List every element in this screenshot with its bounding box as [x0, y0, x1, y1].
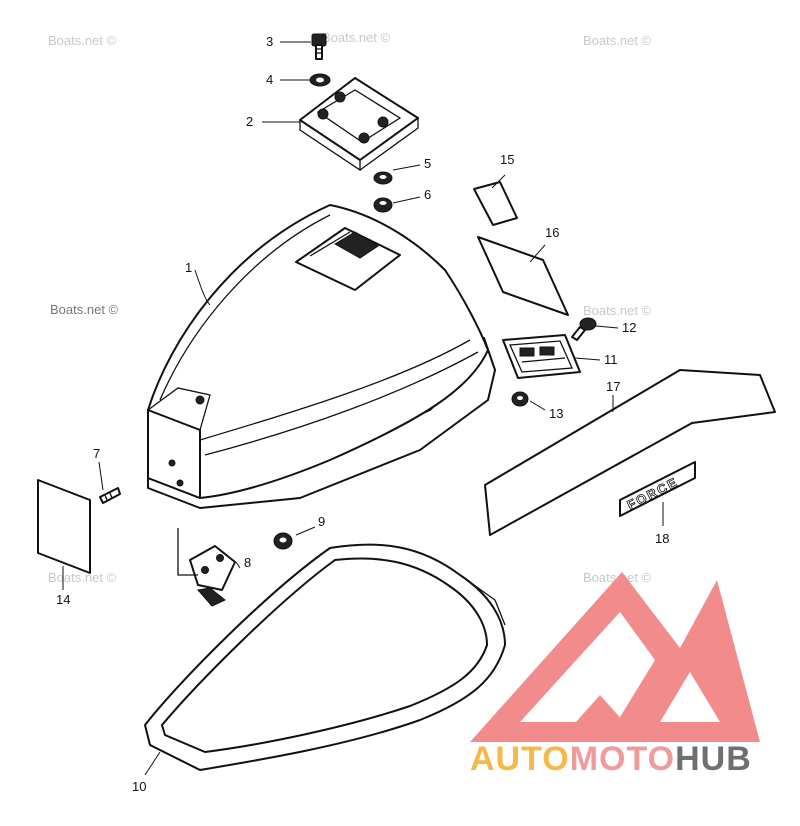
- callout-16: 16: [545, 225, 559, 240]
- callout-5: 5: [424, 156, 431, 171]
- watermark-text: Boats.net ©: [48, 570, 117, 585]
- brand-word-moto: MOTO: [569, 740, 676, 778]
- callout-2: 2: [246, 114, 253, 129]
- callout-11: 11: [604, 352, 618, 367]
- part-decal-15: [473, 181, 518, 226]
- callout-1: 1: [185, 260, 192, 275]
- part-nut-5: [373, 171, 393, 185]
- watermark-text: Boats.net ©: [583, 33, 652, 48]
- callout-10: 10: [132, 779, 146, 794]
- callout-18: 18: [655, 531, 669, 546]
- callout-3: 3: [266, 34, 273, 49]
- brand-logo-mark: [470, 572, 760, 742]
- brand-wordmark: AUTOMOTOHUB: [470, 740, 752, 779]
- callout-4: 4: [266, 72, 273, 87]
- part-nut-13: [511, 391, 529, 407]
- watermark-text-dark: Boats.net ©: [50, 302, 119, 317]
- watermark-text: Boats.net ©: [583, 303, 652, 318]
- brand-word-hub: HUB: [675, 740, 752, 778]
- callout-7: 7: [93, 446, 100, 461]
- callout-labels: 3 4 2 5 6 1 15 16 12 11 13 17 18 7 14 8 …: [56, 34, 669, 794]
- part-badge-18: FORCE: [619, 461, 696, 517]
- part-screw-7: [99, 487, 121, 504]
- part-washer-4: [309, 73, 331, 87]
- part-decal-16: [477, 236, 569, 316]
- part-screw-3: [311, 33, 327, 60]
- callout-15: 15: [500, 152, 514, 167]
- callout-12: 12: [622, 320, 636, 335]
- part-nut-9: [273, 532, 293, 550]
- callout-14: 14: [56, 592, 70, 607]
- callout-17: 17: [606, 379, 620, 394]
- part-bracket-8: [177, 528, 236, 607]
- part-decal-14: [37, 479, 91, 574]
- callout-9: 9: [318, 514, 325, 529]
- part-nut-6: [373, 197, 393, 213]
- part-plate-2: [299, 77, 419, 172]
- part-cowl-1: [147, 204, 496, 509]
- leader-lines: [62, 41, 664, 776]
- part-screw-12: [571, 317, 597, 341]
- callout-6: 6: [424, 187, 431, 202]
- callout-8: 8: [244, 555, 251, 570]
- part-decal-17: [484, 369, 776, 536]
- watermark-text: Boats.net ©: [48, 33, 117, 48]
- watermark-text: Boats.net ©: [322, 30, 391, 45]
- part-label-plate-11: [502, 334, 581, 379]
- callout-13: 13: [549, 406, 563, 421]
- brand-word-auto: AUTO: [470, 740, 570, 778]
- part-seal-10: [144, 543, 506, 771]
